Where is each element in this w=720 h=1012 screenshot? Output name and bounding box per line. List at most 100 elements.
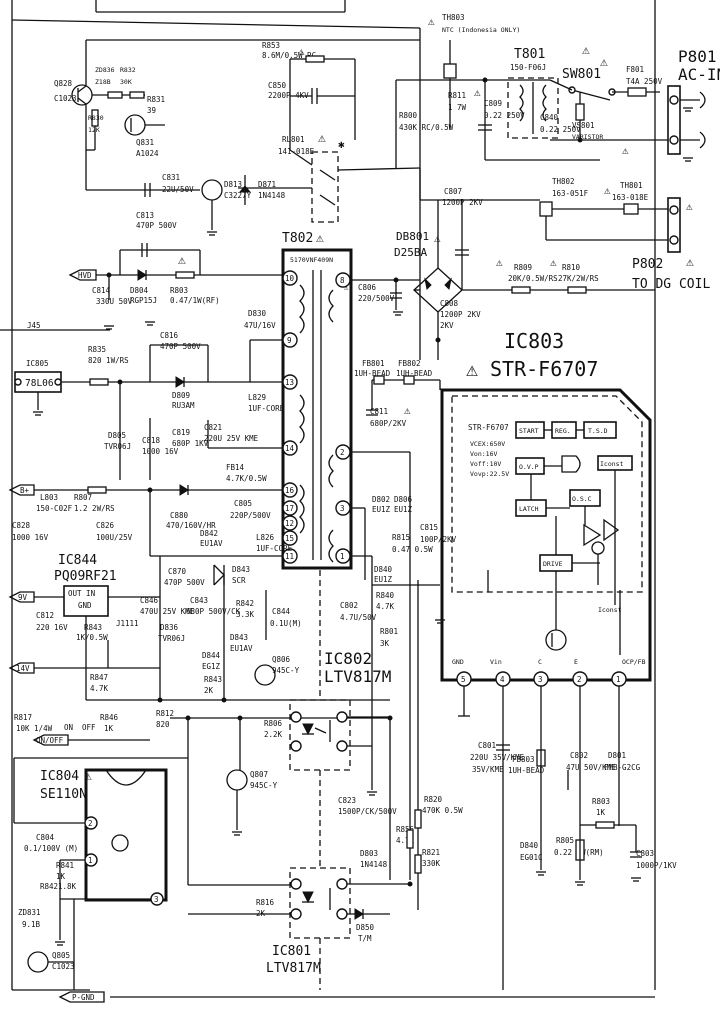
- l829-label: L829: [248, 393, 266, 402]
- ic802-optocoupler: IC802 LTV817M: [289, 556, 391, 790]
- ic804-part: SE110N: [40, 787, 87, 802]
- c846-value: 470U 25V KME: [140, 607, 195, 616]
- r847-value: 4.7K: [90, 684, 109, 693]
- ic803-part: STR-F6707: [490, 357, 598, 381]
- warning-icon: ⚠: [604, 184, 611, 197]
- block-iconst: Iconst: [600, 460, 624, 468]
- t802-pin-17: 17: [285, 504, 294, 513]
- t802-pin-8: 8: [340, 276, 345, 285]
- ic805-part: 78L06: [25, 378, 54, 389]
- c823-value: 1500P/CK/500V: [338, 807, 397, 816]
- frame-wires: [11, 0, 656, 998]
- r856-label: R856: [396, 825, 415, 834]
- warning-icon: ⚠: [496, 256, 503, 269]
- t802-label: T802: [282, 231, 313, 246]
- q806-label: Q806: [272, 655, 291, 664]
- d804-label: D804: [130, 286, 149, 295]
- r856-value: 4.7K: [396, 836, 415, 845]
- d806-value: EU1Z: [394, 505, 413, 514]
- ic803-pin-2: 2: [577, 675, 582, 684]
- c840-value: 0.22 250V: [540, 125, 581, 134]
- warning-icon: ⚠: [316, 231, 324, 246]
- junction-dots: [106, 77, 583, 887]
- c813-value: 470P 500V: [136, 221, 177, 230]
- c808-label: C808: [440, 299, 459, 308]
- net-on-off: ON/OFF: [36, 736, 64, 745]
- c850-value: 2200P 4KV: [268, 91, 309, 100]
- c802b-label: C802: [570, 751, 588, 760]
- c870-value: 470P 500V: [164, 578, 205, 587]
- d830-value: 47U/16V: [244, 321, 276, 330]
- f801-label: F801: [626, 65, 644, 74]
- d809-label: D809: [172, 391, 190, 400]
- c803-label: C803: [636, 849, 654, 858]
- c826-value: 100U/25V: [96, 533, 133, 542]
- c814-label: C814: [92, 286, 111, 295]
- q828-label: Q828: [54, 79, 73, 88]
- r815-label: R815: [392, 533, 410, 542]
- l826-label: L826: [256, 533, 275, 542]
- r806-value: 2.2K: [264, 730, 283, 739]
- c809-value: 0.22 250V: [484, 111, 525, 120]
- r843b-value: 2K: [204, 686, 214, 695]
- rl801-relay: RL801 141-018E ⚠: [238, 131, 421, 223]
- d813-value: C3227Y: [224, 191, 252, 200]
- r830-label: R830: [88, 114, 104, 122]
- r841-value: 1K: [56, 872, 66, 881]
- p801-label: P801: [678, 47, 717, 66]
- warning-icon: ⚠: [622, 144, 629, 157]
- pgnd-net: P-GND: [58, 991, 105, 1003]
- c811-value: 680P/2KV: [370, 419, 407, 428]
- r803b-value: 1K: [596, 808, 606, 817]
- net-9v: 9V: [18, 593, 28, 602]
- q806-value: 945C-Y: [272, 666, 300, 675]
- c819-label: C819: [172, 428, 190, 437]
- c826-label: C826: [96, 521, 115, 530]
- d842-value: EU1AV: [200, 539, 223, 548]
- net-hvd: HVD: [78, 271, 92, 280]
- q831-label: Q831: [136, 138, 154, 147]
- t802-pin-13: 13: [285, 378, 294, 387]
- ic805-label: IC805: [26, 359, 49, 368]
- ic803-param-voff: Voff:10V: [470, 460, 501, 468]
- block-drive: DRIVE: [543, 560, 563, 568]
- t802-pin-1: 1: [340, 552, 345, 561]
- r831-label: R831: [147, 95, 165, 104]
- d842-label: D842: [200, 529, 218, 538]
- r803-value: 0.47/1W(RF): [170, 296, 220, 305]
- net-14v: 14V: [16, 664, 30, 673]
- fb14-label: FB14: [226, 463, 245, 472]
- rl801-label: RL801: [282, 135, 305, 144]
- d801-label: D801: [608, 751, 626, 760]
- c816-value: 470P 500V: [160, 342, 201, 351]
- spark-gap-icon: ✱: [338, 138, 345, 151]
- d843b-value: EU1AV: [230, 644, 253, 653]
- inrush-area: ⚠ TH803 NTC (Indonesia ONLY) R800 430K R…: [395, 13, 600, 201]
- c806-label: C806: [358, 283, 377, 292]
- r853-label: R853: [262, 41, 280, 50]
- c818-label: C818: [142, 436, 161, 445]
- c805-value: 220P/500V: [230, 511, 271, 520]
- d801-value: FMB-G2CG: [604, 763, 641, 772]
- r842b-value: 1.8K: [58, 882, 77, 891]
- r853-c850-area: R853 8.6M/0.5W RC ⚠ C850 2200P 4KV ✱: [262, 41, 356, 151]
- bplus-line: B+ L803 150-C02F R807 1.2 2W/RS C828 100…: [8, 484, 293, 557]
- ic803-block: STR-F6707 VCEX:650V Von:16V Voff:10V Vov…: [439, 380, 652, 990]
- r832-label: R832: [120, 66, 136, 74]
- th801-label: TH801: [620, 181, 643, 190]
- d806-label: D806: [394, 495, 413, 504]
- r811-value: 1 7W: [448, 103, 467, 112]
- c801-label: C801: [478, 741, 496, 750]
- ic803-param-vcex: VCEX:650V: [470, 440, 505, 448]
- t802-pin-9: 9: [287, 336, 292, 345]
- ic801-part: LTV817M: [266, 961, 321, 976]
- t802-pin-12: 12: [285, 519, 294, 528]
- t802-pin-14: 14: [285, 444, 295, 453]
- r812-label: R812: [156, 709, 174, 718]
- ac-input: ⚠ SW801 ⚠ F801 T4A 250V P801 AC-IN ⚠ VS8…: [549, 43, 720, 157]
- zd831-label: ZD831: [18, 908, 41, 917]
- r842b-label: R842: [40, 882, 58, 891]
- r830-value: 12K: [88, 126, 100, 134]
- secondary-area: FB801 1UH-BEAD FB802 1UH-BEAD C811 680P/…: [340, 359, 457, 648]
- t801-value: 150-F06J: [510, 63, 546, 72]
